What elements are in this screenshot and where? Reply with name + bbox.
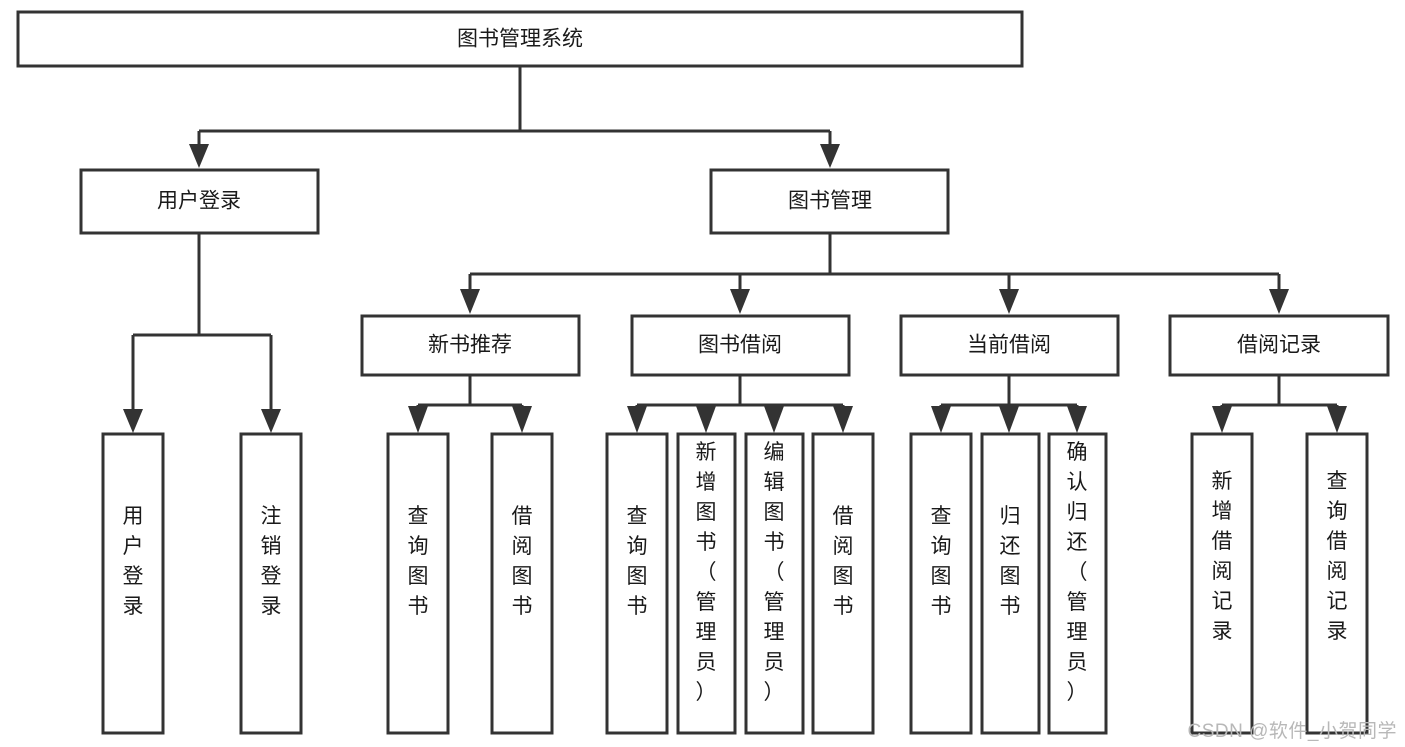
node-leaf-borrow-book-1-label: 借阅图书	[512, 505, 533, 618]
node-leaf-query-book-1[interactable]: 查询图书	[386, 432, 450, 735]
arrow-to-leaf-user-login	[123, 409, 143, 433]
node-leaf-query-record[interactable]: 查询借阅记录	[1305, 432, 1369, 735]
node-leaf-query-book-3-box[interactable]	[909, 432, 973, 735]
node-leaf-user-login-label: 用户登录	[123, 505, 144, 618]
node-leaf-return-book-label: 归还图书	[1000, 505, 1021, 618]
node-leaf-add-book[interactable]: 新增图书（管理员）	[676, 432, 737, 735]
node-leaf-borrow-book-2-label: 借阅图书	[833, 505, 854, 618]
node-leaf-return-book[interactable]: 归还图书	[980, 432, 1041, 735]
node-book-manage-box[interactable]	[709, 168, 950, 235]
node-new-book-rec[interactable]: 新书推荐	[360, 314, 581, 377]
node-leaf-add-record-box[interactable]	[1190, 432, 1254, 735]
arrow-to-leaf-edit-book	[764, 406, 784, 433]
csdn-watermark: CSDN @软件_小贺同学	[1187, 721, 1397, 742]
arrow-to-leaf-query-book-1	[408, 406, 428, 433]
node-book-manage[interactable]: 图书管理	[709, 168, 950, 235]
node-leaf-add-book-box[interactable]	[676, 432, 737, 735]
node-leaf-query-record-label: 查询借阅记录	[1327, 470, 1348, 643]
node-user-login-label: 用户登录	[157, 190, 241, 213]
node-root-label: 图书管理系统	[457, 28, 583, 51]
node-new-book-rec-box[interactable]	[360, 314, 581, 377]
connector-group-new-book-rec	[408, 375, 532, 433]
node-book-borrow-box[interactable]	[630, 314, 851, 377]
node-leaf-query-book-2[interactable]: 查询图书	[605, 432, 669, 735]
node-leaf-add-record-label: 新增借阅记录	[1212, 470, 1233, 643]
node-borrow-record-label: 借阅记录	[1237, 334, 1321, 357]
node-leaf-query-book-3-label: 查询图书	[931, 505, 952, 618]
arrow-to-book-borrow	[730, 289, 750, 314]
node-borrow-record-box[interactable]	[1168, 314, 1390, 377]
arrow-to-leaf-borrow-book-1	[512, 406, 532, 433]
arrow-to-leaf-add-record	[1212, 406, 1232, 433]
node-root-box[interactable]	[16, 10, 1024, 68]
arrow-to-leaf-confirm-return	[1067, 406, 1087, 433]
node-leaf-query-record-box[interactable]	[1305, 432, 1369, 735]
node-leaf-confirm-return[interactable]: 确认归还（管理员）	[1047, 432, 1108, 735]
arrow-to-borrow-record	[1269, 289, 1289, 314]
node-leaf-query-book-2-box[interactable]	[605, 432, 669, 735]
connector-group-book-manage	[460, 233, 1289, 314]
node-user-login-box[interactable]	[79, 168, 320, 235]
node-leaf-logout-label: 注销登录	[261, 505, 282, 618]
node-leaf-edit-book[interactable]: 编辑图书（管理员）	[744, 432, 805, 735]
node-leaf-confirm-return-box[interactable]	[1047, 432, 1108, 735]
connector-group-user-login	[123, 233, 281, 433]
arrow-to-leaf-return-book	[999, 406, 1019, 433]
node-leaf-edit-book-label: 编辑图书（管理员）	[764, 441, 785, 704]
connector-group-root	[189, 66, 840, 168]
arrow-to-leaf-query-book-3	[931, 406, 951, 433]
node-leaf-add-record[interactable]: 新增借阅记录	[1190, 432, 1254, 735]
connector-group-borrow-record	[1212, 375, 1347, 433]
node-new-book-rec-label: 新书推荐	[428, 334, 512, 357]
node-current-borrow-box[interactable]	[899, 314, 1120, 377]
node-leaf-borrow-book-2-box[interactable]	[811, 432, 875, 735]
node-leaf-add-book-label: 新增图书（管理员）	[696, 441, 717, 704]
node-root[interactable]: 图书管理系统	[16, 10, 1024, 68]
arrow-to-book-manage	[820, 144, 840, 168]
node-leaf-edit-book-box[interactable]	[744, 432, 805, 735]
node-leaf-query-book-1-label: 查询图书	[408, 505, 429, 618]
node-user-login[interactable]: 用户登录	[79, 168, 320, 235]
arrow-to-leaf-add-book	[696, 406, 716, 433]
arrow-to-leaf-query-book-2	[627, 406, 647, 433]
node-current-borrow-label: 当前借阅	[967, 334, 1051, 357]
arrow-to-leaf-query-record	[1327, 406, 1347, 433]
node-leaf-user-login[interactable]: 用户登录	[101, 432, 165, 735]
arrow-to-leaf-logout	[261, 409, 281, 433]
node-leaf-logout-box[interactable]	[239, 432, 303, 735]
node-borrow-record[interactable]: 借阅记录	[1168, 314, 1390, 377]
arrow-to-user-login	[189, 144, 209, 168]
node-leaf-return-book-box[interactable]	[980, 432, 1041, 735]
node-leaf-query-book-2-label: 查询图书	[627, 505, 648, 618]
node-book-borrow-label: 图书借阅	[698, 334, 782, 357]
node-leaf-query-book-1-box[interactable]	[386, 432, 450, 735]
node-leaf-logout[interactable]: 注销登录	[239, 432, 303, 735]
node-leaf-query-book-3[interactable]: 查询图书	[909, 432, 973, 735]
arrow-to-new-book-rec	[460, 289, 480, 314]
node-leaf-borrow-book-1[interactable]: 借阅图书	[490, 432, 554, 735]
node-book-manage-label: 图书管理	[788, 190, 872, 213]
connector-group-book-borrow	[627, 375, 853, 433]
connector-group-current-borrow	[931, 375, 1087, 433]
arrow-to-current-borrow	[999, 289, 1019, 314]
node-book-borrow[interactable]: 图书借阅	[630, 314, 851, 377]
node-leaf-borrow-book-2[interactable]: 借阅图书	[811, 432, 875, 735]
node-leaf-confirm-return-label: 确认归还（管理员）	[1067, 441, 1088, 704]
node-leaf-user-login-box[interactable]	[101, 432, 165, 735]
node-leaf-borrow-book-1-box[interactable]	[490, 432, 554, 735]
node-current-borrow[interactable]: 当前借阅	[899, 314, 1120, 377]
arrow-to-leaf-borrow-book-2	[833, 406, 853, 433]
